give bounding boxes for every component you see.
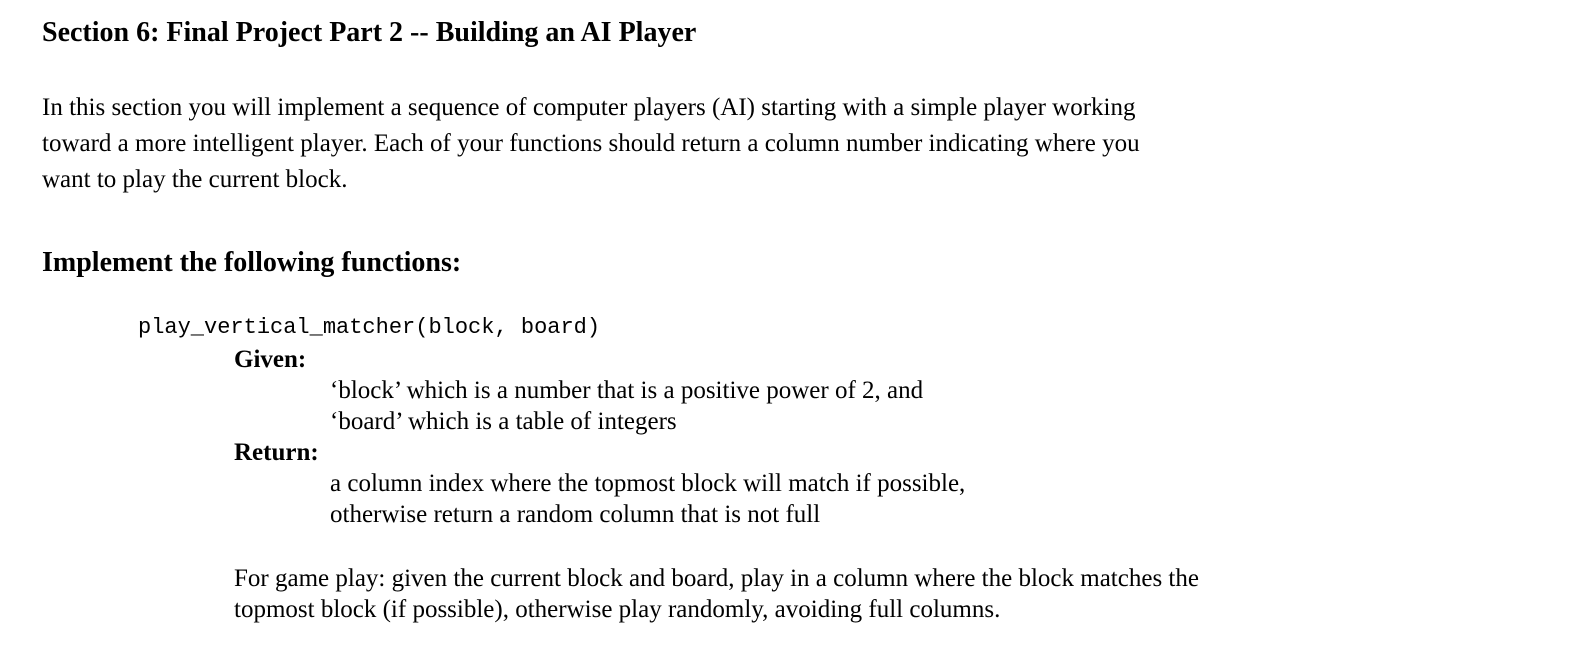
given-label: Given: (234, 346, 307, 373)
intro-line: In this section you will implement a seq… (42, 94, 1136, 121)
given-item: ‘block’ which is a number that is a posi… (330, 377, 924, 404)
gameplay-line: For game play: given the current block a… (234, 565, 1199, 592)
return-item: otherwise return a random column that is… (330, 501, 821, 528)
function-spec-block: play_vertical_matcher(block, board) Give… (42, 312, 1528, 625)
gameplay-note: For game play: given the current block a… (234, 563, 1528, 625)
section-heading: Section 6: Final Project Part 2 -- Build… (42, 17, 697, 48)
given-item: ‘board’ which is a table of integers (330, 408, 677, 435)
intro-line: toward a more intelligent player. Each o… (42, 130, 1140, 157)
gameplay-line: topmost block (if possible), otherwise p… (234, 596, 1001, 623)
function-signature: play_vertical_matcher(block, board) (138, 315, 601, 340)
return-item: a column index where the topmost block w… (330, 470, 966, 497)
implement-functions-heading: Implement the following functions: (42, 247, 462, 278)
intro-line: want to play the current block. (42, 166, 348, 193)
return-label: Return: (234, 439, 319, 466)
intro-paragraph: In this section you will implement a seq… (42, 90, 1528, 198)
